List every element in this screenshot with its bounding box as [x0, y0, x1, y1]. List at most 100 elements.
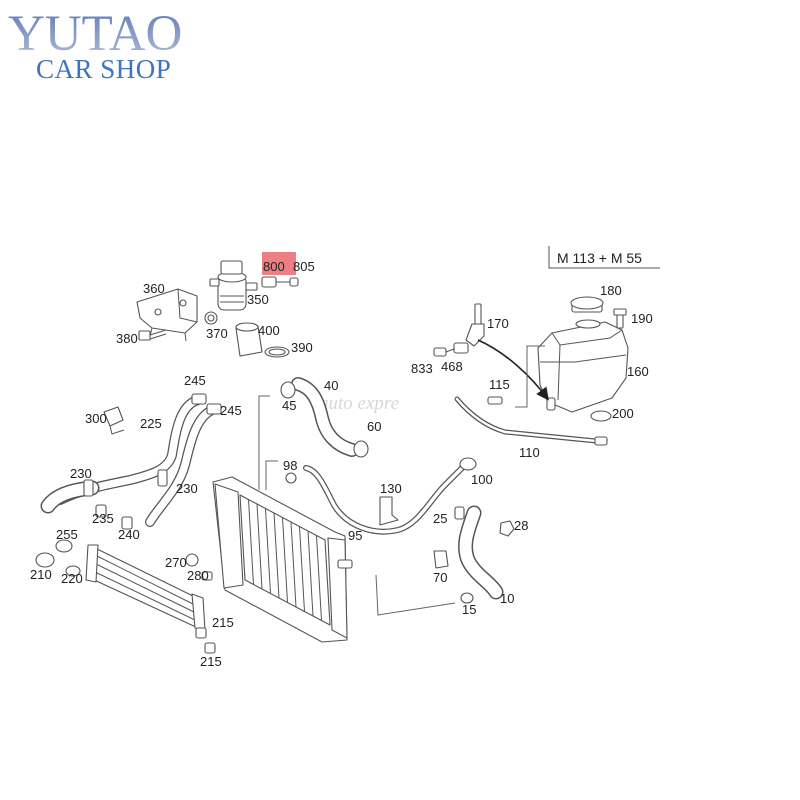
callout-25: 25 — [433, 511, 447, 526]
part-115-fitting — [487, 396, 503, 405]
callout-180: 180 — [600, 283, 622, 298]
callout-45: 45 — [282, 398, 296, 413]
leader-line-45 — [258, 395, 270, 490]
part-225-return-pipe-inner — [146, 406, 216, 526]
callout-10: 10 — [500, 591, 514, 606]
shop-logo: YUTAO CAR SHOP — [8, 6, 182, 84]
part-130-holder — [379, 496, 399, 526]
callout-468: 468 — [441, 359, 463, 374]
part-255-clamp — [55, 539, 73, 553]
pump-body-bands — [220, 295, 244, 303]
part-70-clip — [433, 550, 449, 569]
bracket-hole — [179, 299, 187, 307]
part-215-mount-lower — [204, 642, 216, 654]
part-200-grommet — [590, 410, 612, 422]
radiator-outlet — [337, 559, 353, 569]
part-110-line-inner — [455, 397, 598, 443]
pump-valve-head — [220, 260, 243, 275]
radiator-tank-left — [214, 483, 244, 589]
callout-270: 270 — [165, 555, 187, 570]
intercooler-fins — [92, 554, 198, 622]
callout-390: 390 — [291, 340, 313, 355]
callout-160: 160 — [627, 364, 649, 379]
pump-inlet-nozzle — [209, 278, 220, 287]
vent-line-and-sensor — [433, 303, 608, 446]
part-270-grommet — [185, 553, 199, 567]
part-10-hose-inner — [459, 507, 502, 598]
callout-300: 300 — [85, 411, 107, 426]
part-170-sensor-elbow — [465, 323, 485, 347]
connector-link — [445, 348, 455, 353]
engine-model-label: M 113 + M 55 — [548, 246, 660, 269]
model-label-bracket — [548, 246, 660, 269]
part-805-fitting — [289, 277, 299, 287]
logo-subtitle: CAR SHOP — [36, 54, 171, 84]
tank-contour-lines — [540, 329, 627, 401]
part-800-connector — [261, 276, 277, 288]
callout-380: 380 — [116, 331, 138, 346]
part-235-clamp — [95, 504, 107, 518]
callout-190: 190 — [631, 311, 653, 326]
callout-200: 200 — [612, 406, 634, 421]
leader-line-115 — [515, 345, 545, 408]
bracket-hole — [154, 308, 162, 316]
callout-360: 360 — [143, 281, 165, 296]
part-370-seal-ring-inner — [207, 314, 215, 322]
callout-labels: 800 805 360 350 380 370 400 390 170 833 … — [30, 259, 653, 669]
callout-215-lower: 215 — [200, 654, 222, 669]
part-110-end-fitting — [594, 436, 608, 446]
callout-230-right: 230 — [176, 481, 198, 496]
callout-40: 40 — [324, 378, 338, 393]
callout-225: 225 — [140, 416, 162, 431]
callout-400: 400 — [258, 323, 280, 338]
callout-15: 15 — [462, 602, 476, 617]
auxiliary-pump-assembly — [136, 260, 299, 358]
callout-220: 220 — [61, 571, 83, 586]
model-label-text: M 113 + M 55 — [557, 250, 642, 266]
bracket-bolt-head — [138, 330, 151, 341]
tank-filler-neck — [575, 319, 601, 329]
callout-350: 350 — [247, 292, 269, 307]
intercooler — [85, 544, 216, 654]
intercooler-end-tank-left — [85, 544, 99, 583]
callout-170: 170 — [487, 316, 509, 331]
selected-part-highlight — [262, 252, 296, 275]
part-40-hose-inner — [292, 378, 358, 456]
upper-coolant-hose — [280, 377, 369, 458]
callout-370: 370 — [206, 326, 228, 341]
callout-95: 95 — [348, 528, 362, 543]
part-245-flange-lower — [206, 403, 222, 415]
part-280-bushing — [201, 571, 213, 581]
part-45-clamp — [280, 381, 296, 399]
watermark-text: auto expre — [319, 393, 399, 414]
part-230-clamp-left — [83, 479, 94, 497]
part-220-ring — [65, 565, 81, 577]
logo-title: YUTAO — [8, 6, 182, 62]
callout-130: 130 — [380, 481, 402, 496]
part-300-clip — [103, 406, 124, 427]
leader-line-15 — [375, 574, 456, 616]
callout-235: 235 — [92, 511, 114, 526]
part-170-sensor — [474, 303, 482, 325]
pump-outlet-nozzle — [245, 282, 258, 291]
callout-833: 833 — [411, 361, 433, 376]
callout-70: 70 — [433, 570, 447, 585]
part-95-line-inner — [304, 466, 464, 534]
callout-240: 240 — [118, 527, 140, 542]
part-25-clamp — [454, 506, 465, 520]
callout-210: 210 — [30, 567, 52, 582]
part-190-bolt-head — [613, 308, 627, 316]
callout-115: 115 — [489, 377, 510, 392]
tank-outlet — [546, 397, 556, 411]
lower-coolant-hose — [433, 457, 515, 604]
part-215-mount-upper — [195, 627, 207, 639]
install-direction-arrow — [477, 339, 549, 401]
part-210-cap — [35, 552, 55, 568]
part-400-sleeve-top — [235, 322, 259, 332]
callout-215-upper: 215 — [212, 615, 234, 630]
radiator-fins — [248, 499, 322, 621]
part-468-connector — [453, 342, 469, 354]
radiator — [212, 476, 353, 643]
callout-245-upper: 245 — [184, 373, 206, 388]
part-390-clamp-inner — [268, 348, 286, 356]
